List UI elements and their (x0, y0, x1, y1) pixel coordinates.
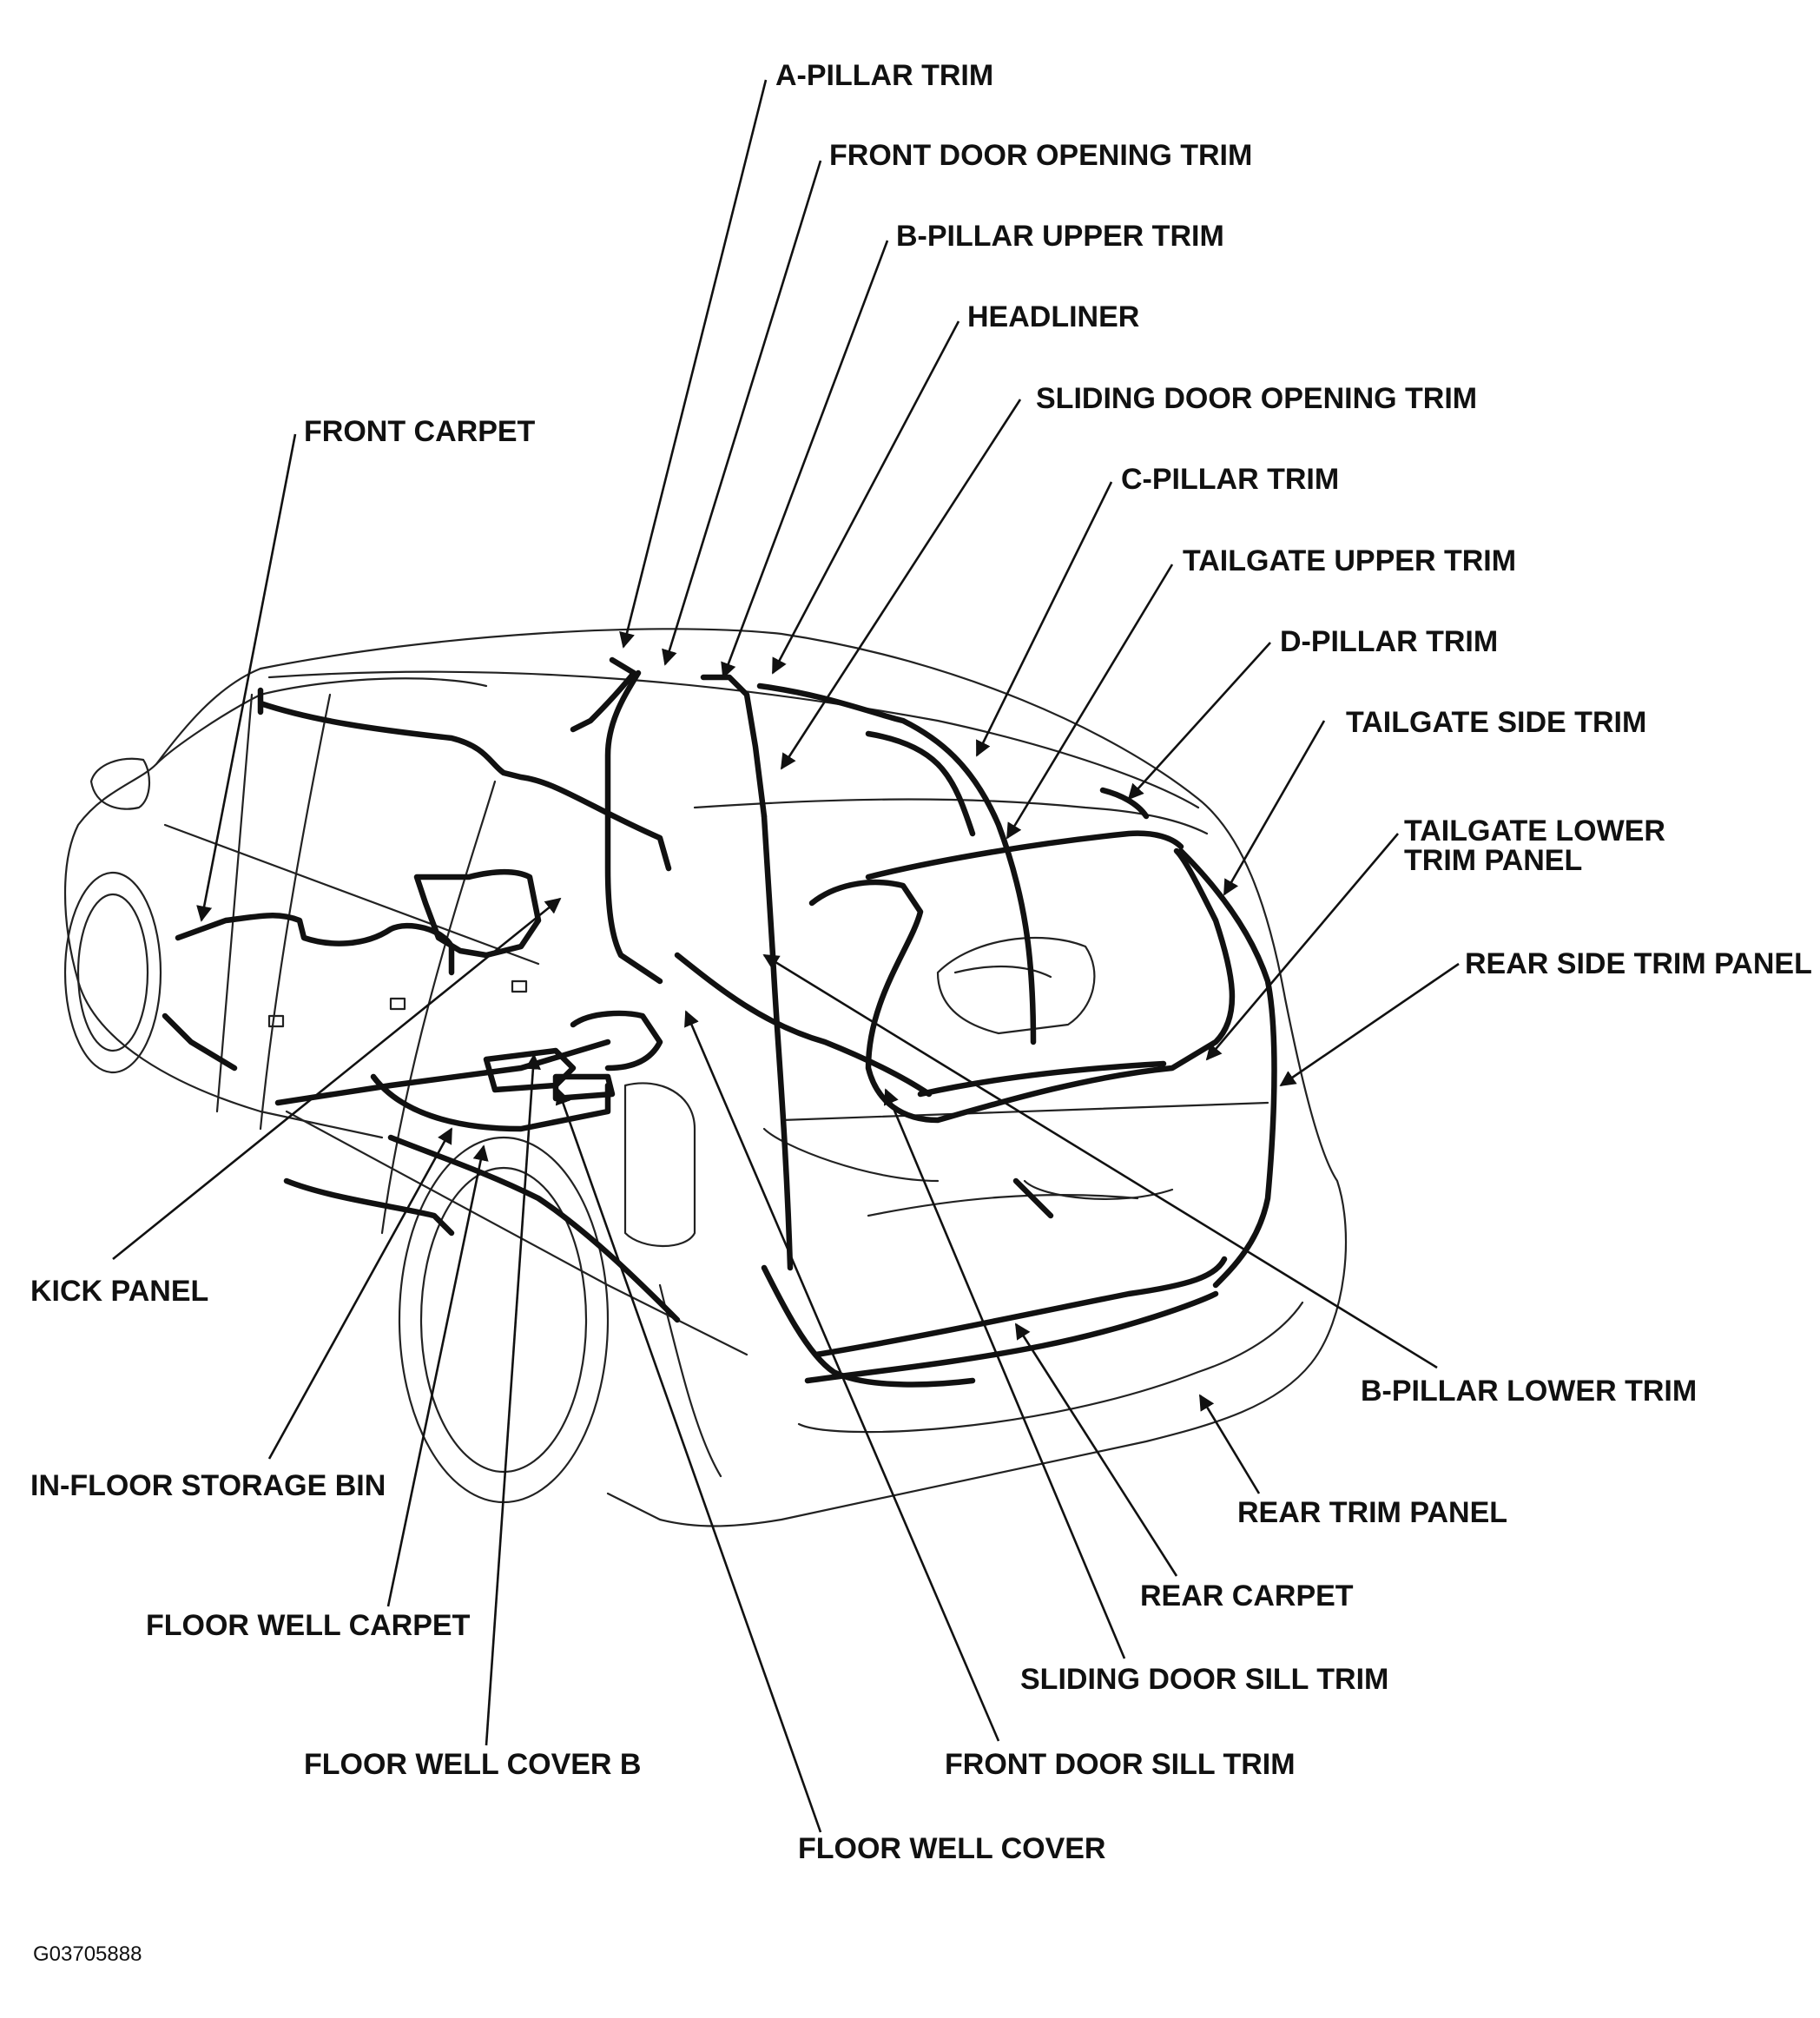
rear-side-trim-panel-part (1177, 847, 1277, 1289)
label-front-carpet: FRONT CARPET (304, 415, 536, 448)
headliner-part (257, 687, 672, 872)
trim-parts (162, 656, 1277, 1388)
label-sliding-door-sill-trim: SLIDING DOOR SILL TRIM (1020, 1663, 1388, 1696)
a-pillar-part (570, 656, 637, 733)
c-pillar-trim-part (865, 730, 976, 837)
sliding-door-sill-trim-part (674, 952, 933, 1098)
b-pillar-upper-trim-part (700, 674, 768, 820)
label-rear-side-trim-panel: REAR SIDE TRIM PANEL (1465, 947, 1812, 980)
label-floor-well-carpet: FLOOR WELL CARPET (146, 1609, 471, 1642)
label-tailgate-lower-trim-panel: TAILGATE LOWER (1404, 814, 1665, 847)
callout-labels: A-PILLAR TRIM FRONT DOOR OPENING TRIM B-… (30, 59, 1812, 1966)
label-front-door-opening-trim: FRONT DOOR OPENING TRIM (829, 139, 1252, 172)
sliding-door-opening-trim-part (756, 683, 1037, 1388)
tailgate-side-trim-part (808, 847, 1236, 1124)
label-kick-panel: KICK PANEL (30, 1275, 208, 1308)
label-d-pillar-trim: D-PILLAR TRIM (1280, 625, 1498, 658)
kick-panel-part (413, 868, 542, 959)
label-in-floor-storage-bin: IN-FLOOR STORAGE BIN (30, 1469, 386, 1502)
d-pillar-trim-part (1099, 787, 1150, 820)
label-headliner: HEADLINER (967, 300, 1139, 333)
label-c-pillar-trim: C-PILLAR TRIM (1121, 463, 1339, 496)
label-a-pillar-trim: A-PILLAR TRIM (775, 59, 993, 92)
floor-well-cover-part (370, 1073, 611, 1132)
front-carpet-part (175, 912, 455, 976)
label-floor-well-cover-b: FLOOR WELL COVER B (304, 1748, 641, 1781)
b-pillar-lower-trim-part (761, 813, 794, 1271)
rear-trim-panel-part (804, 1290, 1219, 1384)
label-tailgate-lower-trim-panel-line2: TRIM PANEL (1404, 844, 1582, 877)
label-tailgate-side-trim: TAILGATE SIDE TRIM (1346, 706, 1646, 739)
in-floor-storage-bin-part (283, 1177, 455, 1237)
label-tailgate-upper-trim: TAILGATE UPPER TRIM (1183, 544, 1516, 577)
label-b-pillar-lower-trim: B-PILLAR LOWER TRIM (1361, 1375, 1697, 1408)
front-door-opening-trim-part (604, 669, 663, 985)
rear-carpet-part (813, 1256, 1228, 1358)
figure-code: G03705888 (33, 1942, 142, 1966)
label-rear-trim-panel: REAR TRIM PANEL (1237, 1496, 1507, 1529)
vehicle-body-outline (63, 628, 1348, 1527)
tailgate-upper-trim-part (865, 830, 1184, 880)
floor-well-carpet-part (387, 1134, 681, 1323)
front-door-sill-trim-part (274, 1039, 611, 1106)
leader-lines (112, 79, 1460, 1833)
label-sliding-door-opening-trim: SLIDING DOOR OPENING TRIM (1036, 382, 1477, 415)
label-b-pillar-upper-trim: B-PILLAR UPPER TRIM (896, 220, 1224, 253)
label-front-door-sill-trim: FRONT DOOR SILL TRIM (945, 1748, 1296, 1781)
tailgate-lower-trim-panel-part (917, 1060, 1167, 1098)
label-floor-well-cover: FLOOR WELL COVER (798, 1832, 1105, 1865)
label-rear-carpet: REAR CARPET (1140, 1579, 1354, 1612)
